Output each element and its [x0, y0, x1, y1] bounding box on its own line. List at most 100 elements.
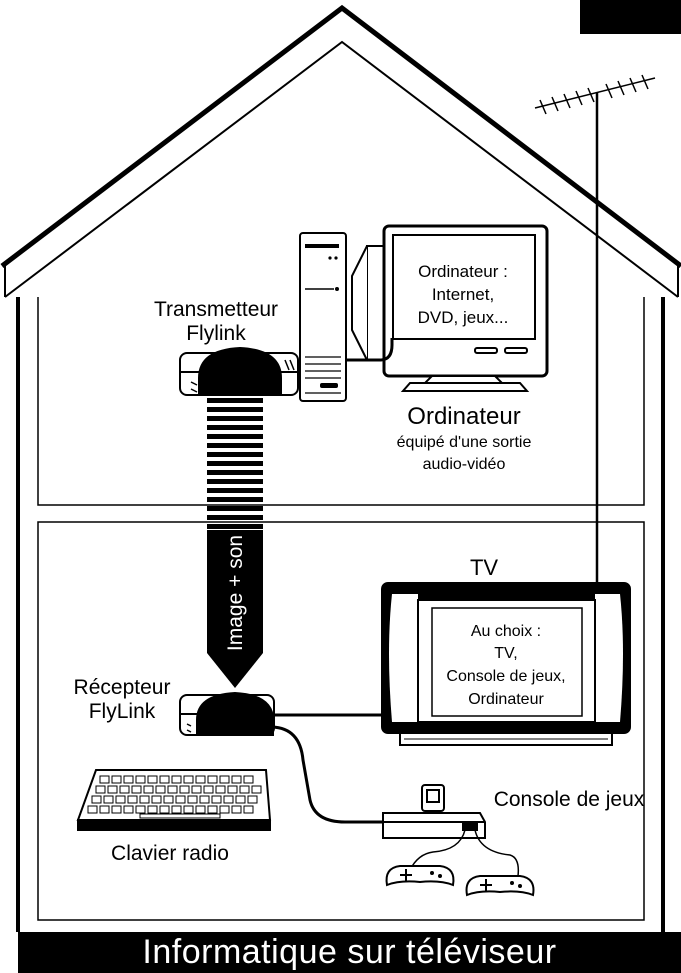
pc-cable [346, 338, 394, 362]
keyboard-spacebar [139, 813, 221, 819]
tv-screen-line1: Au choix : [471, 623, 541, 640]
keyboard-key [155, 785, 166, 794]
beam-stripe [207, 515, 263, 520]
keyboard-key [127, 795, 138, 804]
computer-caption-sub1: équipé d'une sortie [397, 434, 532, 451]
beam-stripe [207, 425, 263, 430]
tv-screen-text: Au choix : TV, Console de jeux, Ordinate… [446, 623, 565, 708]
house-outline [0, 4, 681, 932]
keyboard-key [207, 775, 218, 784]
keyboard-key [147, 805, 158, 814]
keyboard-key [183, 805, 194, 814]
keyboard-key [115, 795, 126, 804]
keyboard-key [111, 775, 122, 784]
beam-stripe [207, 443, 263, 448]
keyboard-key [203, 785, 214, 794]
beam-stripe [207, 488, 263, 493]
keyboard-key [163, 795, 174, 804]
computer-caption-title: Ordinateur [407, 403, 520, 430]
computer-screen-line2: Internet, [432, 285, 494, 304]
console-cable [271, 725, 383, 824]
keyboard-key [183, 775, 194, 784]
tv-screen-line4: Ordinateur [468, 691, 544, 708]
keyboard-key [235, 795, 246, 804]
keyboard-key [107, 785, 118, 794]
keyboard-key [139, 795, 150, 804]
keyboard-key [195, 775, 206, 784]
computer-caption-sub2: audio-vidéo [423, 456, 506, 473]
receiver-label: Récepteur FlyLink [74, 676, 171, 723]
keyboard-key [239, 785, 250, 794]
console-label: Console de jeux [494, 788, 645, 811]
keyboard-key [219, 775, 230, 784]
keyboard-key [179, 785, 190, 794]
beam-stripe [207, 497, 263, 502]
keyboard-icon [76, 769, 272, 831]
keyboard-key [187, 795, 198, 804]
transmitter-label-line1: Transmetteur [154, 298, 278, 321]
keyboard-key [131, 785, 142, 794]
beam-stripe [207, 452, 263, 457]
keyboard-key [231, 775, 242, 784]
beam-stripe [207, 407, 263, 412]
keyboard-key [135, 805, 146, 814]
antenna-icon [534, 74, 656, 583]
keyboard-key [147, 775, 158, 784]
transmitter-icon [179, 346, 299, 396]
gamepad-icon [385, 865, 535, 897]
beam-stripe [207, 524, 263, 529]
keyboard-key [95, 785, 106, 794]
tv-title: TV [470, 555, 498, 580]
keyboard-key [199, 795, 210, 804]
keyboard-key [175, 795, 186, 804]
keyboard-key [171, 775, 182, 784]
tv-screen-line3: Console de jeux, [446, 668, 565, 685]
beam-label: Image + son [224, 535, 247, 651]
beam-stripe [207, 461, 263, 466]
computer-screen-line1: Ordinateur : [418, 262, 508, 281]
game-console-icon [382, 784, 520, 877]
keyboard-key [111, 805, 122, 814]
keyboard-key [167, 785, 178, 794]
keyboard-key [243, 805, 254, 814]
receiver-icon [179, 691, 275, 736]
beam-stripe [207, 434, 263, 439]
corner-black-block [580, 0, 681, 34]
beam-stripe [207, 506, 263, 511]
computer-caption: Ordinateur équipé d'une sortie audio-vid… [397, 403, 532, 473]
keyboard-key [195, 805, 206, 814]
keyboard-key [123, 805, 134, 814]
keyboard-key [215, 785, 226, 794]
keyboard-key [227, 785, 238, 794]
keyboard-key [99, 805, 110, 814]
keyboard-key [231, 805, 242, 814]
tv-screen-line2: TV, [494, 645, 517, 662]
keyboard-key [151, 795, 162, 804]
keyboard-label: Clavier radio [111, 842, 229, 865]
keyboard-key [247, 795, 258, 804]
banner-title: Informatique sur téléviseur [18, 932, 681, 973]
keyboard-key [99, 775, 110, 784]
beam-stripe [207, 479, 263, 484]
keyboard-key [143, 785, 154, 794]
keyboard-key [135, 775, 146, 784]
tv-icon [381, 582, 631, 746]
keyboard-key [219, 805, 230, 814]
beam-stripe [207, 470, 263, 475]
receiver-label-line2: FlyLink [89, 700, 156, 723]
keyboard-key [223, 795, 234, 804]
keyboard-key [211, 795, 222, 804]
keyboard-key [207, 805, 218, 814]
beam-stripe [207, 416, 263, 421]
transmitter-label: Transmetteur Flylink [154, 298, 278, 345]
keyboard-key [243, 775, 254, 784]
beam-stripe [207, 398, 263, 403]
keyboard-key [159, 775, 170, 784]
receiver-label-line1: Récepteur [74, 676, 171, 699]
transmitter-label-line2: Flylink [186, 322, 246, 345]
keyboard-key [171, 805, 182, 814]
keyboard-key [123, 775, 134, 784]
keyboard-key [159, 805, 170, 814]
computer-screen-line3: DVD, jeux... [418, 308, 509, 327]
